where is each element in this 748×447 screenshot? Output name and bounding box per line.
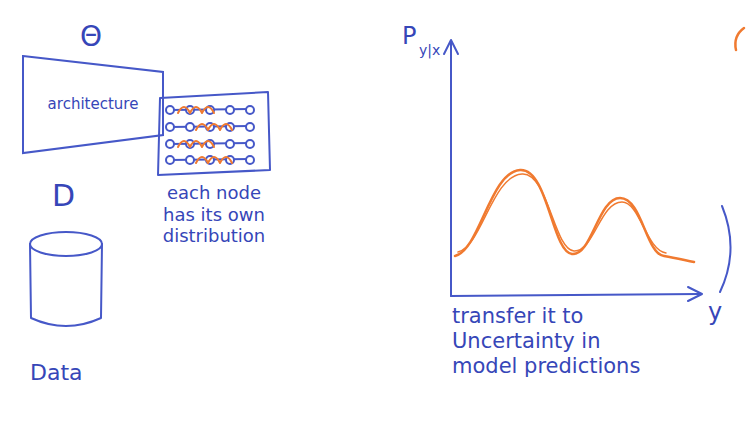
bracket — [720, 206, 731, 292]
unit-distribution — [196, 124, 232, 130]
unit-distribution — [178, 107, 214, 113]
architecture-trapezoid: architecture — [22, 55, 164, 155]
plot-caption: transfer it to Uncertainty in model pred… — [452, 304, 652, 380]
network-unit — [226, 140, 234, 148]
axis-label: P — [402, 22, 416, 51]
network-unit — [166, 106, 174, 114]
network-unit — [166, 156, 174, 164]
data-label: Data — [30, 360, 83, 386]
plot-axes — [444, 40, 702, 301]
axis-subscript: y|x — [419, 42, 440, 59]
network-unit — [246, 140, 254, 148]
data-symbol: D — [52, 178, 75, 214]
unit-distribution — [196, 157, 232, 163]
network-unit — [186, 123, 194, 131]
network-unit — [246, 123, 254, 131]
network-unit — [186, 156, 194, 164]
database-cylinder — [30, 232, 102, 326]
parameter-symbol: Θ — [80, 20, 102, 54]
unit-distribution — [178, 141, 214, 147]
network-unit — [166, 140, 174, 148]
bimodal-curve — [455, 170, 694, 262]
axis-label: y — [708, 298, 722, 327]
network-unit — [226, 106, 234, 114]
bimodal-curve-stroke — [458, 174, 666, 253]
network-unit — [246, 106, 254, 114]
node-text: architecture — [48, 96, 139, 113]
network-unit — [166, 123, 174, 131]
orange-mark — [735, 28, 744, 50]
node-border — [23, 56, 163, 153]
network-illustration — [158, 92, 270, 175]
network-unit — [246, 156, 254, 164]
network-caption: each node has its own distribution — [152, 182, 276, 247]
